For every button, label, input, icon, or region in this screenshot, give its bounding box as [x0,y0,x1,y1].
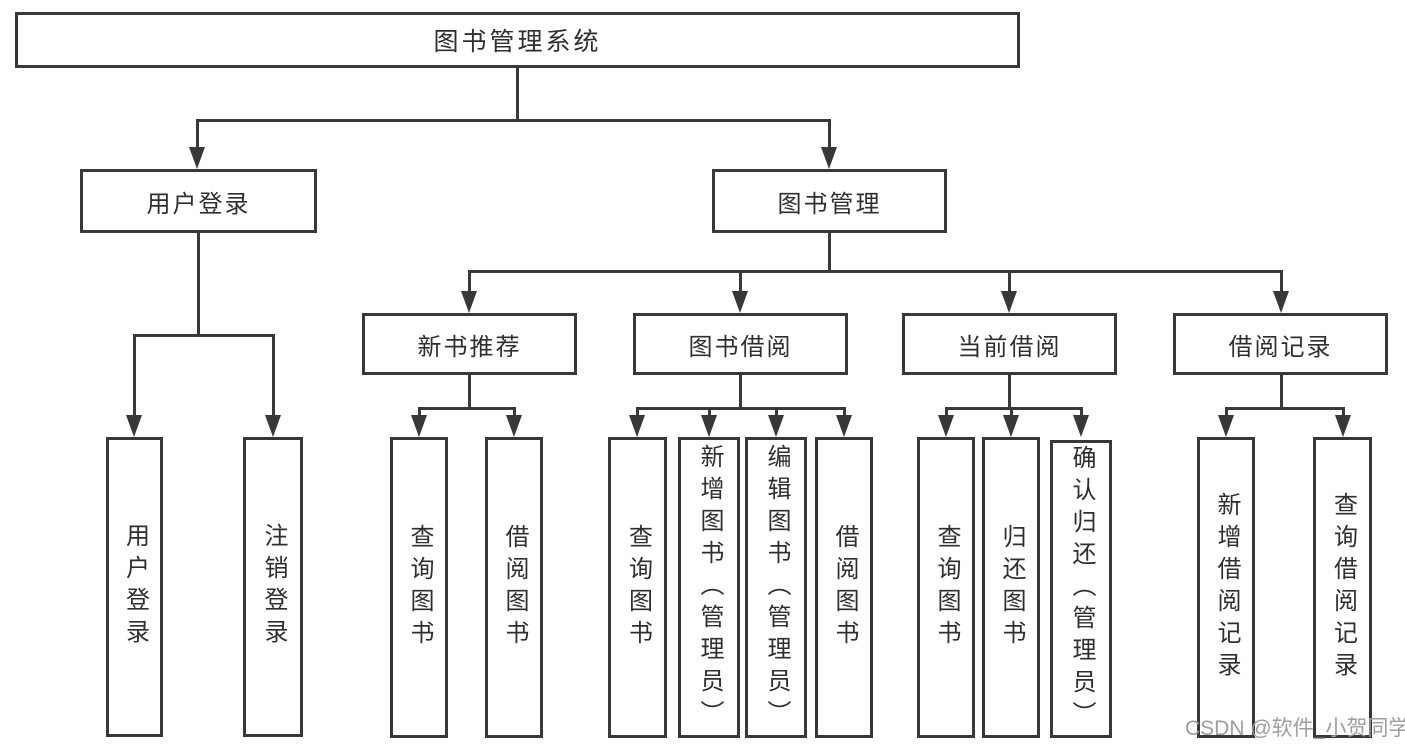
node-current-borrowing: 当前借阅 [902,313,1117,375]
node-leaf-user-login: 用户登录 [106,437,163,737]
edge-book-mgmt-stem [828,233,831,273]
node-leaf-query-borrow-record: 查询借阅记录 [1313,437,1372,738]
edge-drop [1225,407,1228,417]
node-leaf-query-books-3: 查询图书 [917,437,975,738]
arrowhead-down-icon [836,415,852,437]
edge-borrow-records-rail [1225,407,1345,410]
arrowhead-down-icon [732,291,748,313]
edge-root-stem [516,68,519,121]
edge-drop [513,407,516,417]
arrowhead-down-icon [189,147,205,169]
node-book-borrowing: 图书借阅 [633,313,848,375]
node-leaf-edit-book-admin: 编辑图书（管理员） [745,437,807,738]
node-label: 注销登录 [260,523,287,651]
edge-drop [1010,407,1013,417]
arrowhead-down-icon [701,415,717,437]
node-leaf-query-books-2: 查询图书 [608,437,667,738]
edge-drop [636,407,639,417]
node-leaf-add-borrow-record: 新增借阅记录 [1197,437,1255,738]
edge-new-book-stem [468,375,471,409]
edge-drop-borrow-records [1280,270,1283,294]
node-leaf-confirm-return-admin: 确认归还（管理员） [1050,440,1112,738]
arrowhead-down-icon [629,415,645,437]
node-label: 查询图书 [624,523,652,652]
arrowhead-down-icon [265,415,281,437]
node-label: 图书管理 [777,190,882,218]
node-leaf-query-books-1: 查询图书 [390,437,448,738]
edge-borrow-records-stem [1280,375,1283,409]
arrowhead-down-icon [1335,415,1351,437]
node-user-login: 用户登录 [80,169,317,233]
arrowhead-down-icon [1001,291,1017,313]
arrowhead-down-icon [768,415,784,437]
csdn-watermark: CSDN @软件_小贺同学 [1185,717,1405,740]
arrowhead-down-icon [938,415,954,437]
node-leaf-borrow-books-2: 借阅图书 [815,437,873,738]
node-leaf-return-books: 归还图书 [982,437,1040,738]
edge-drop [708,407,711,417]
node-label: 确认归还（管理员） [1068,445,1095,733]
arrowhead-down-icon [1073,415,1089,437]
node-label: 用户登录 [121,523,149,651]
edge-current-borrow-rail [945,407,1083,410]
arrowhead-down-icon [411,415,427,437]
node-label: 图书借阅 [688,333,793,361]
node-label: 查询图书 [933,523,960,652]
arrowhead-down-icon [1003,415,1019,437]
node-book-management: 图书管理 [712,169,947,233]
arrowhead-down-icon [1273,291,1289,313]
edge-drop [418,407,421,417]
arrowhead-down-icon [1218,415,1234,437]
edge-drop [1342,407,1345,417]
node-new-book-recommend: 新书推荐 [362,313,577,375]
arrowhead-down-icon [126,415,142,437]
edge-user-login-stem [197,233,200,337]
node-label: 查询借阅记录 [1329,491,1357,684]
edge-drop-book-mgmt [828,119,831,149]
arrowhead-down-icon [461,291,477,313]
edge-drop-new-book [468,270,471,294]
node-label: 新增图书（管理员） [696,443,723,732]
arrowhead-down-icon [821,147,837,169]
node-label: 当前借阅 [957,333,1062,361]
node-label: 图书管理系统 [433,28,602,56]
node-label: 归还图书 [998,523,1025,652]
node-label: 编辑图书（管理员） [763,443,790,732]
edge-drop-user-login [196,119,199,149]
edge-current-borrow-stem [1008,375,1011,409]
node-leaf-borrow-books-1: 借阅图书 [485,437,543,738]
node-label: 查询图书 [406,523,433,652]
node-leaf-logout: 注销登录 [243,437,303,737]
node-label: 借阅图书 [831,523,858,652]
edge-drop-leaf-logout [272,334,275,416]
edge-root-rail [196,119,831,122]
edge-book-mgmt-rail [468,270,1283,273]
node-library-management-system: 图书管理系统 [15,12,1020,68]
edge-drop-current-borrow [1008,270,1011,294]
node-label: 新增借阅记录 [1213,491,1240,684]
edge-drop-book-borrow [739,270,742,294]
edge-new-book-rail [418,407,516,410]
edge-drop [843,407,846,417]
edge-drop [1080,407,1083,417]
arrowhead-down-icon [506,415,522,437]
edge-book-borrow-stem [739,375,742,409]
node-label: 借阅图书 [501,523,528,652]
edge-drop [775,407,778,417]
edge-drop [945,407,948,417]
node-label: 借阅记录 [1228,333,1333,361]
edge-drop-leaf-user-login [133,334,136,416]
node-label: 新书推荐 [417,333,522,361]
edge-user-login-rail [133,334,275,337]
node-label: 用户登录 [146,190,251,218]
node-borrow-records: 借阅记录 [1173,313,1388,375]
edge-book-borrow-rail [636,407,846,410]
node-leaf-add-book-admin: 新增图书（管理员） [678,437,740,738]
